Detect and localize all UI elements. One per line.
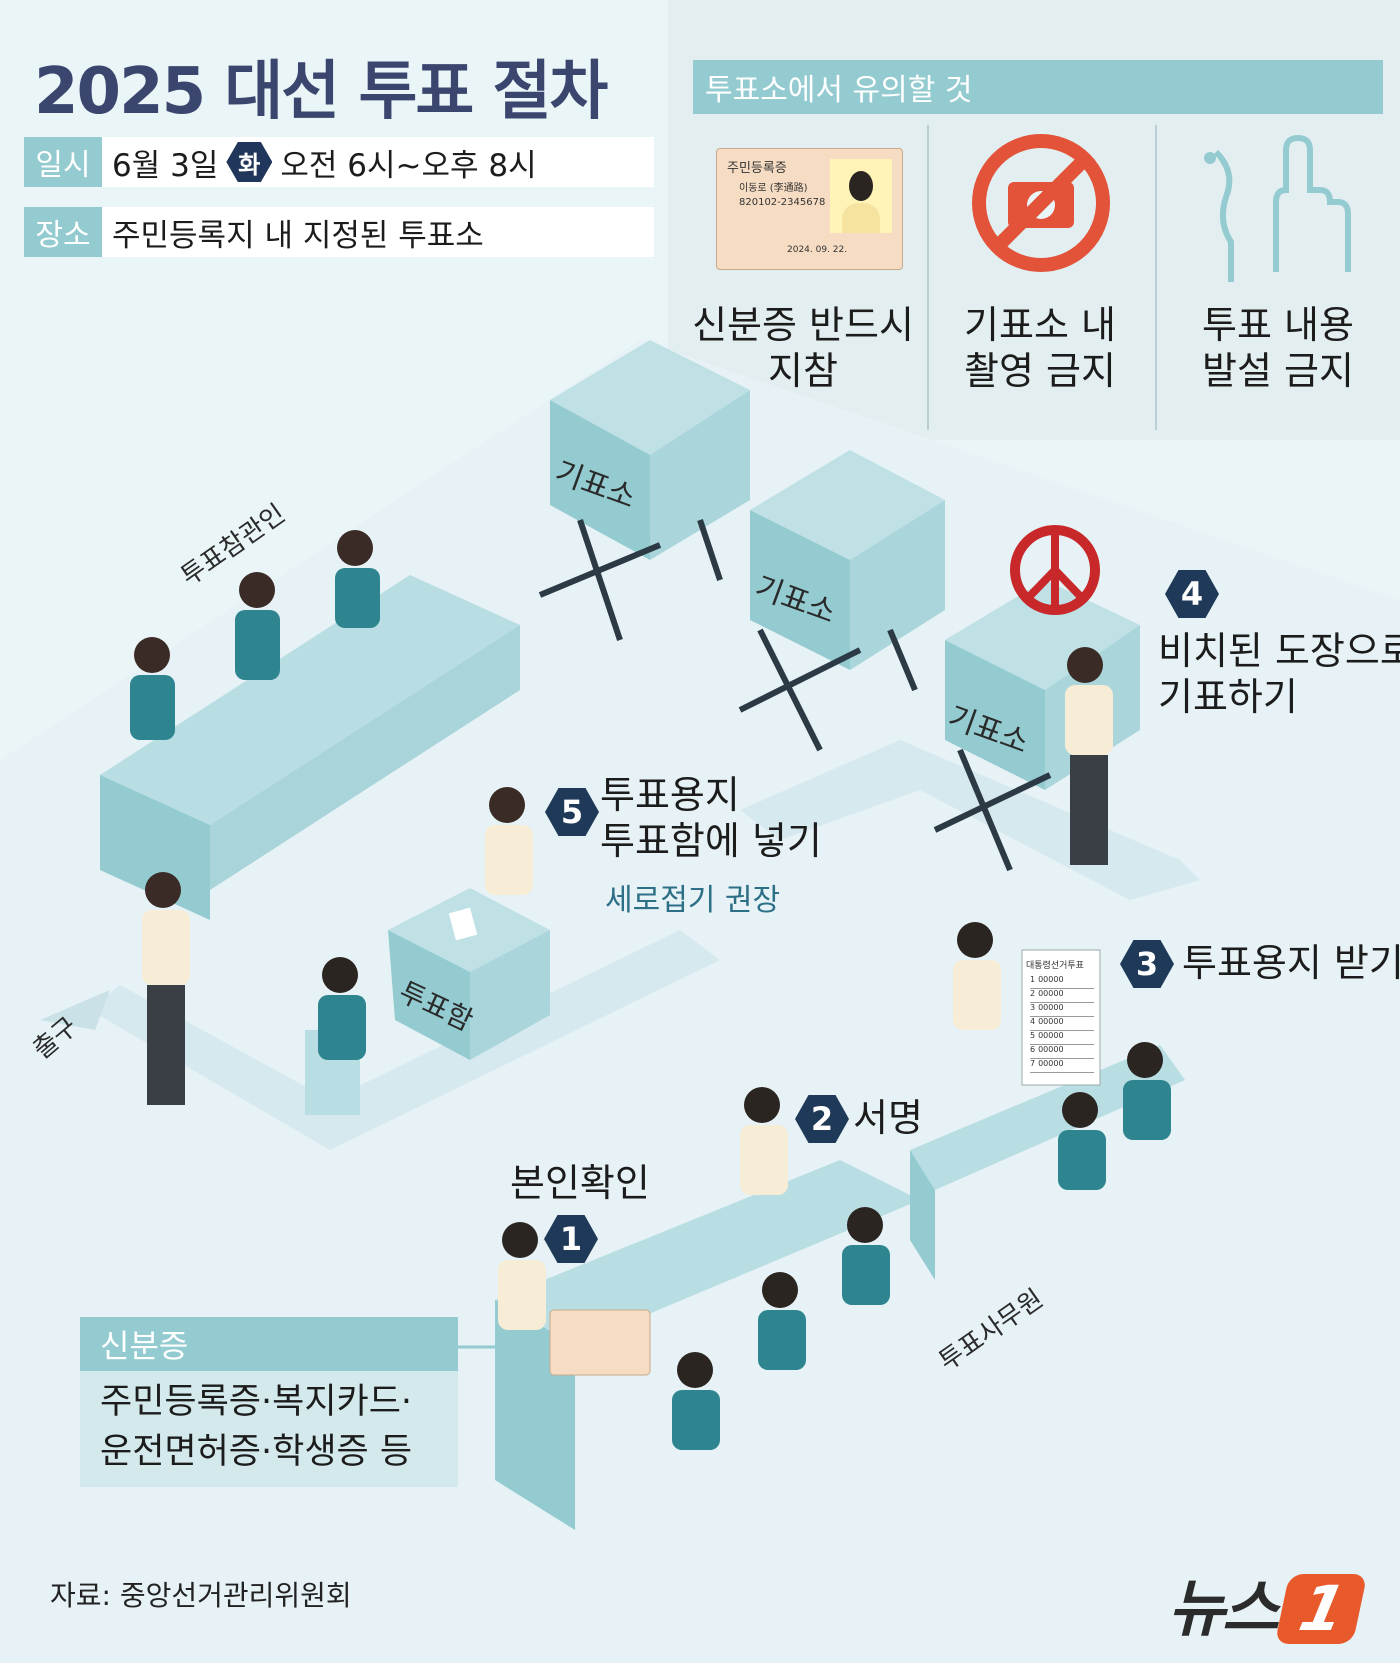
step-3-text: 투표용지 받기 <box>1182 941 1400 985</box>
step-4-line1: 비치된 도장으로 <box>1158 629 1400 673</box>
ballot-title: 대통령선거투표 <box>1026 961 1084 971</box>
observer-figures <box>130 530 380 740</box>
observer-desk-side <box>100 775 210 920</box>
observer-desk-front <box>210 625 520 890</box>
no-speaking-icon <box>1204 134 1351 282</box>
source-text: 자료: 중앙선거관리위원회 <box>50 1579 352 1612</box>
notice-3-line2: 발설 금지 <box>1202 349 1354 393</box>
booth-2 <box>738 450 945 752</box>
ballot-row-cell: 00000 <box>1038 1045 1064 1054</box>
id-card-name: 이동로 (李通路) <box>739 183 808 194</box>
notice-1-line2: 지참 <box>768 349 838 393</box>
ballot-row-number: 1 <box>1030 975 1036 984</box>
date-time: 오전 6시~오후 8시 <box>280 147 537 184</box>
notice-header: 투표소에서 유의할 것 <box>693 60 1383 114</box>
ballot-row-number: 6 <box>1030 1045 1036 1054</box>
id-types-line1: 주민등록증·복지카드· <box>100 1382 413 1422</box>
exiting-voter <box>142 872 190 1105</box>
notice-1-label: 신분증 반드시 지참 <box>688 302 918 394</box>
step-5-text: 투표용지 투표함에 넣기 <box>600 772 822 864</box>
date-value: 6월 3일 화 오전 6시~오후 8시 <box>102 140 537 185</box>
ballot-row-cell: 00000 <box>1038 989 1064 998</box>
ballot-box <box>388 888 550 1060</box>
notice-2-line2: 촬영 금지 <box>964 349 1116 393</box>
id-card-icon: 주민등록증 이동로 (李通路) 820102-2345678 2024. 09.… <box>716 148 903 270</box>
notice-2-line1: 기표소 내 <box>964 303 1116 347</box>
id-card-date: 2024. 09. 22. <box>787 245 848 255</box>
id-types-box: 신분증 주민등록증·복지카드· 운전면허증·학생증 등 <box>80 1317 458 1487</box>
staff-desk-1-top <box>495 1160 920 1345</box>
info-place-row: 장소 주민등록지 내 지정된 투표소 <box>24 207 654 257</box>
observer-desk-top <box>100 575 520 825</box>
step-4-line2: 기표하기 <box>1158 675 1298 719</box>
ballot-row-number: 7 <box>1030 1059 1036 1068</box>
notice-3-label: 투표 내용 발설 금지 <box>1163 302 1393 394</box>
no-camera-icon <box>972 134 1110 272</box>
ballot-paper <box>1021 949 1101 1086</box>
ballot-row-cell: 00000 <box>1038 1031 1064 1040</box>
step-4-text: 비치된 도장으로 기표하기 <box>1158 628 1400 720</box>
ballot-row-number: 5 <box>1030 1031 1036 1040</box>
voter-at-booth <box>1065 647 1113 865</box>
staff-desk-2-side <box>910 1150 935 1280</box>
booth-1 <box>538 340 750 641</box>
seated-observer <box>305 957 366 1115</box>
place-label: 장소 <box>24 207 102 257</box>
id-card-small <box>549 1309 651 1376</box>
ballot-row-number: 4 <box>1030 1017 1036 1026</box>
logo-text: 뉴스 <box>1168 1572 1279 1645</box>
id-card-number: 820102-2345678 <box>739 197 826 208</box>
ballot-row-cell: 00000 <box>1038 1059 1064 1068</box>
notice-2-label: 기표소 내 촬영 금지 <box>925 302 1155 394</box>
staff-desk-2-top <box>910 1045 1185 1190</box>
step-3-badge: 3 <box>1120 940 1174 988</box>
flow-path-exit <box>90 930 720 1150</box>
notice-3-line1: 투표 내용 <box>1202 303 1354 347</box>
info-date-row: 일시 6월 3일 화 오전 6시~오후 8시 <box>24 137 654 187</box>
step-5-badge: 5 <box>545 788 599 836</box>
step-2-badge: 2 <box>795 1095 849 1143</box>
step-5-line1: 투표용지 <box>600 773 740 817</box>
id-types-header: 신분증 <box>80 1317 458 1371</box>
step-1-badge: 1 <box>544 1215 598 1263</box>
place-value: 주민등록지 내 지정된 투표소 <box>112 217 484 254</box>
voter-at-ballot-box <box>485 787 533 895</box>
step-2-text: 서명 <box>853 1096 923 1140</box>
ballot-row-cell: 00000 <box>1038 1017 1064 1026</box>
id-card-title: 주민등록증 <box>727 161 787 176</box>
id-photo <box>830 159 892 233</box>
step-4-badge: 4 <box>1165 570 1219 618</box>
stamp-mark <box>1010 525 1100 615</box>
date-month-day: 6월 3일 <box>112 147 219 184</box>
voter-figures <box>498 922 1001 1330</box>
notice-1-line1: 신분증 반드시 <box>692 303 914 347</box>
logo-mark: 1 <box>1274 1572 1368 1645</box>
step-5-line2: 투표함에 넣기 <box>600 819 822 863</box>
id-types-body: 주민등록증·복지카드· 운전면허증·학생증 등 <box>80 1371 458 1483</box>
staff-figures <box>672 1042 1171 1450</box>
step-1-text: 본인확인 <box>510 1161 650 1205</box>
ballot-row-number: 2 <box>1030 989 1036 998</box>
step-5-sub: 세로접기 권장 <box>605 883 781 918</box>
ballot-row-cell: 00000 <box>1038 1003 1064 1012</box>
exit-arrow-head <box>40 990 110 1030</box>
ballot-row-number: 3 <box>1030 1003 1036 1012</box>
weekday-badge: 화 <box>226 142 273 182</box>
page-title: 2025 대선 투표 절차 <box>34 55 608 129</box>
date-label: 일시 <box>24 137 102 187</box>
ballot-row-cell: 00000 <box>1038 975 1064 984</box>
id-types-line2: 운전면허증·학생증 등 <box>100 1432 413 1472</box>
